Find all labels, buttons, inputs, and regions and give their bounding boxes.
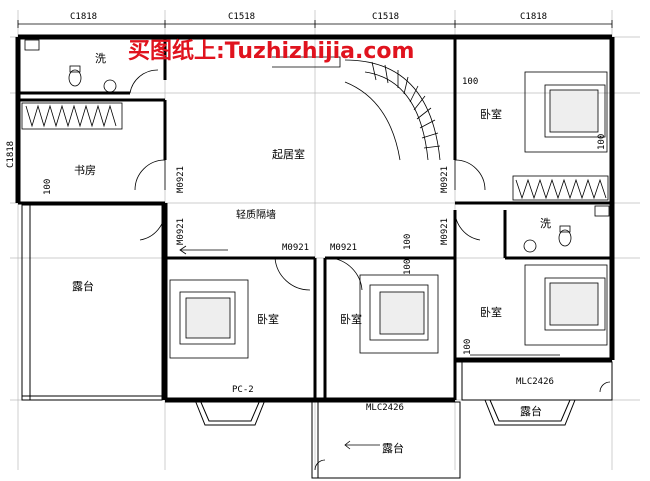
room-living: 起居室	[272, 147, 305, 161]
door-swings	[129, 69, 611, 471]
dim-100-d: 100	[403, 259, 413, 275]
terrace-railings	[21, 204, 613, 479]
bay-windows	[194, 399, 576, 426]
staircase	[272, 56, 441, 161]
room-bed-right: 卧室	[480, 305, 502, 319]
door-label-1: M0921	[282, 243, 309, 253]
dim-100-e: 100	[463, 339, 473, 355]
room-terrace-bottom: 露台	[382, 441, 404, 455]
room-bed-top-right: 卧室	[480, 107, 502, 121]
beds	[169, 71, 608, 359]
dim-100-c: 100	[403, 234, 413, 250]
window-label-1: C1818	[70, 12, 97, 22]
room-bed-mid: 卧室	[340, 312, 362, 326]
partition-label: 轻质隔墙	[236, 208, 276, 221]
door-label-3: M0921	[176, 166, 186, 193]
mlc-right-label: MLC2426	[516, 377, 554, 387]
door-label-6: M0921	[440, 218, 450, 245]
dim-100-f: 100	[597, 134, 607, 150]
exterior-walls	[15, 34, 615, 403]
bathroom-fixtures	[24, 39, 610, 253]
window-label-4: C1818	[520, 12, 547, 22]
window-label-2: C1518	[228, 12, 255, 22]
side-window-label: C1818	[6, 141, 16, 168]
dimension-line-top	[17, 20, 613, 28]
watermark-text: 买图纸上:Tuzhizhijia.com	[128, 38, 414, 64]
door-label-4: M0921	[176, 218, 186, 245]
room-wash-right: 洗	[540, 217, 551, 230]
room-terrace-left: 露台	[72, 279, 94, 293]
pc2-label: PC-2	[232, 385, 254, 395]
door-label-2: M0921	[330, 243, 357, 253]
room-bed-left: 卧室	[257, 312, 279, 326]
room-terrace-right: 露台	[520, 404, 542, 418]
wardrobes	[21, 102, 609, 201]
window-label-3: C1518	[372, 12, 399, 22]
arrows	[179, 245, 560, 450]
room-wash-top: 洗	[95, 52, 106, 65]
mlc-bottom-label: MLC2426	[366, 403, 404, 413]
room-study: 书房	[74, 164, 96, 177]
interior-walls	[18, 37, 612, 400]
door-label-5: M0921	[440, 166, 450, 193]
dim-100-b: 100	[43, 179, 53, 195]
dim-100-a: 100	[462, 77, 478, 87]
